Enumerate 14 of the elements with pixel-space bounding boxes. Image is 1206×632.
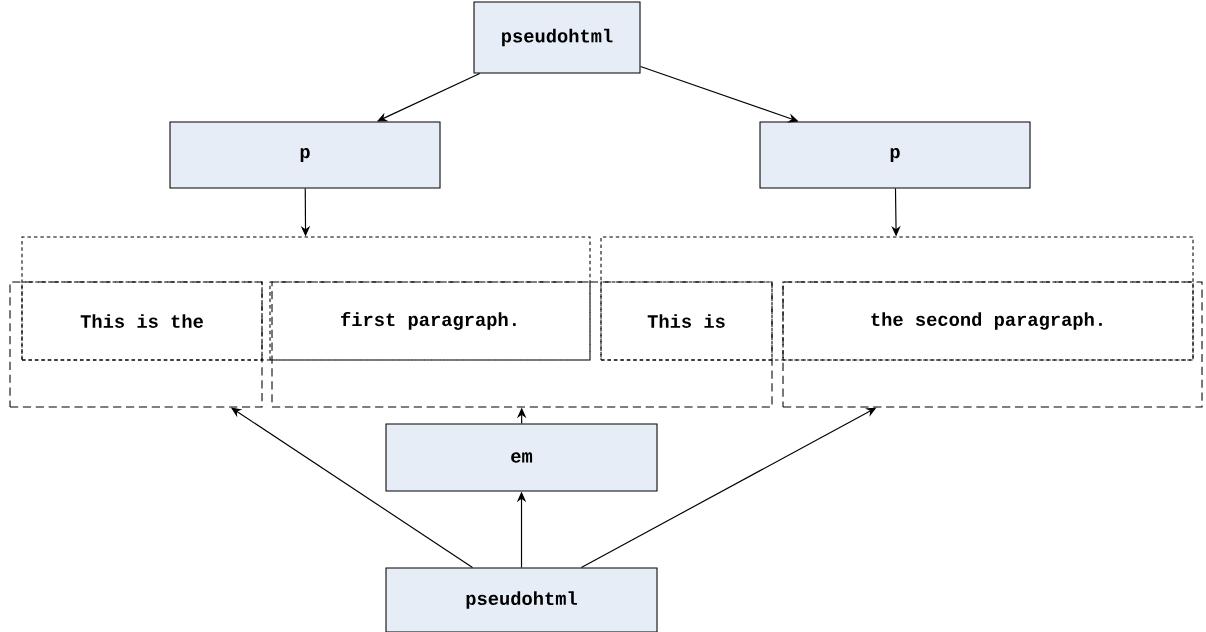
dashed-outline	[782, 281, 1203, 408]
text-box: This is	[600, 281, 773, 361]
text-box: This is the	[21, 281, 263, 361]
element-box: em	[385, 423, 658, 492]
element-box: pseudohtml	[385, 567, 658, 632]
element-box: p	[169, 121, 441, 189]
element-box: pseudohtml	[473, 1, 641, 74]
dashed-outline	[21, 236, 591, 361]
dashed-outline	[9, 281, 263, 408]
dashed-outline	[271, 281, 773, 408]
text-box: first paragraph.	[269, 281, 591, 361]
text-box: the second paragraph.	[782, 281, 1194, 361]
element-box: p	[759, 121, 1031, 189]
dashed-outline	[600, 236, 1194, 361]
